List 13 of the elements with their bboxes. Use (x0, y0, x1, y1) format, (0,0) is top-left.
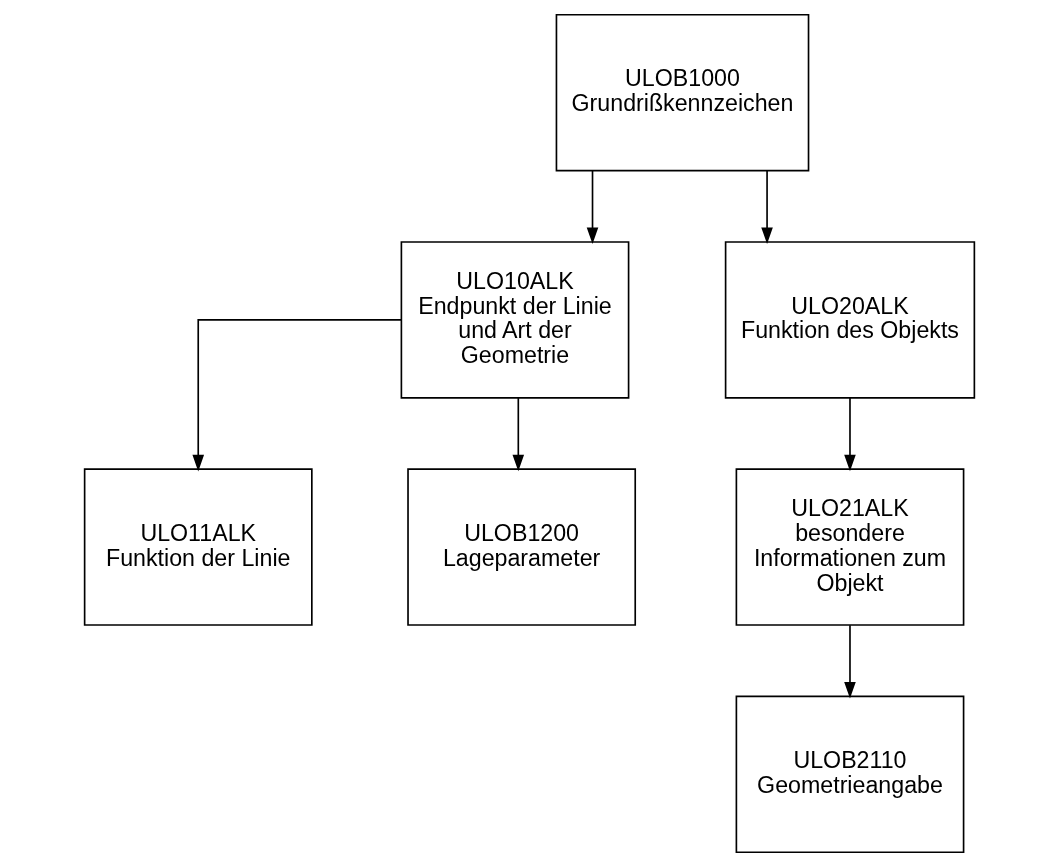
node-box: ULO21ALK besondere Informationen zum Objekt (735, 468, 964, 626)
node-box: ULOB2110 Geometrieangabe (735, 695, 964, 854)
arrow (843, 624, 856, 699)
node-box: ULO20ALK Funktion des Objekts (724, 241, 975, 399)
arrow (760, 170, 773, 245)
node-box: ULO10ALK Endpunkt der Linie und Art der Geometrie (400, 241, 629, 399)
arrow (843, 397, 856, 472)
arrow (586, 170, 598, 245)
arrow (191, 319, 402, 472)
node-box: ULOB1200 Lageparameter (406, 468, 636, 626)
arrow (512, 397, 524, 472)
node-box: ULO11ALK Funktion der Linie (83, 468, 313, 626)
node-box: ULOB1000 Grundrißkennzeichen (555, 13, 809, 172)
